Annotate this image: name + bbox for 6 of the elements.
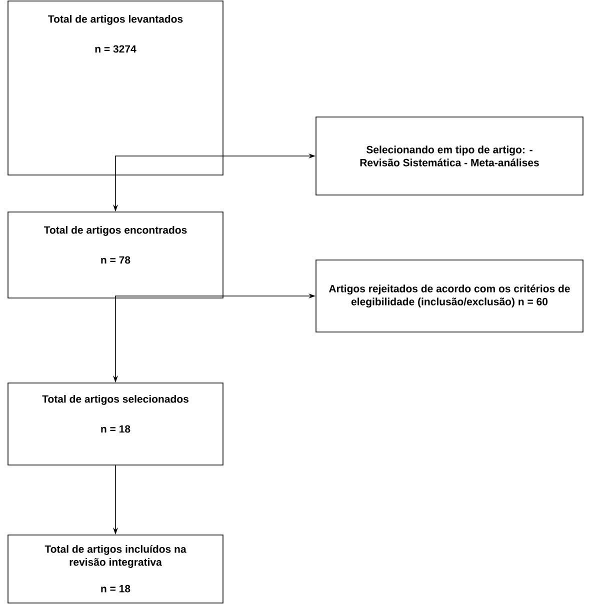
- process-box: Total de artigos selecionados n = 18: [8, 382, 224, 466]
- process-box: Total de artigos incluídos na revisão integrativa n = 18: [8, 534, 224, 604]
- process-box: Total de artigos levantados n = 3274: [8, 0, 224, 176]
- process-box: Artigos rejeitados de acordo com os critérios de elegibilidade (inclusão/exclusão) n = 60: [316, 260, 584, 332]
- process-box: Total de artigos encontrados n = 78: [8, 212, 224, 298]
- process-box: Selecionando em tipo de artigo: - Revisão Sistemática - Meta-análises: [316, 116, 584, 196]
